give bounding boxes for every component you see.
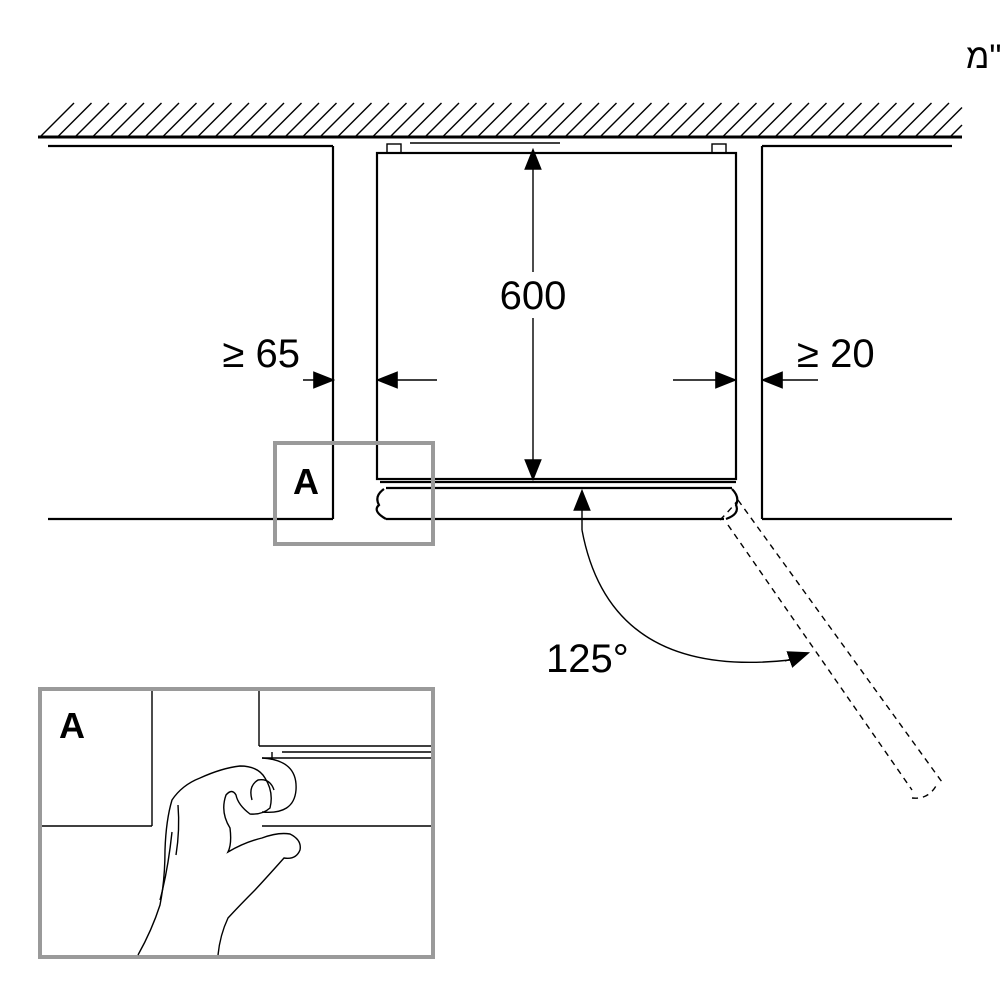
hatch-line bbox=[92, 102, 127, 138]
detail-inset bbox=[38, 687, 435, 959]
hatch-line bbox=[669, 102, 705, 138]
hatch-line bbox=[197, 102, 232, 138]
hatch-line bbox=[932, 107, 963, 138]
hatch-line bbox=[57, 102, 92, 138]
hatch-line bbox=[267, 102, 302, 138]
hatch-line bbox=[862, 102, 897, 138]
hatch-line bbox=[914, 102, 950, 138]
hatch-line bbox=[249, 102, 285, 138]
hatch-line bbox=[547, 102, 582, 138]
hatch-line bbox=[74, 102, 110, 138]
hatch-line bbox=[337, 102, 372, 138]
hatch-line bbox=[704, 102, 740, 138]
hatch-line bbox=[354, 102, 390, 138]
hatch-line bbox=[179, 102, 215, 138]
units-note: מידות במ"מ bbox=[966, 38, 1000, 76]
hatch-line bbox=[512, 102, 547, 138]
hatch-line bbox=[739, 102, 775, 138]
hatch-line bbox=[302, 102, 337, 138]
hatch-line bbox=[424, 102, 460, 138]
hatch-line bbox=[827, 102, 862, 138]
hatch-line bbox=[652, 102, 687, 138]
hatch-line bbox=[39, 102, 75, 138]
right-cabinet bbox=[760, 144, 952, 521]
hatch-line bbox=[687, 102, 722, 138]
appliance-body bbox=[375, 142, 738, 481]
door-angle-arc bbox=[573, 488, 811, 668]
detail-marker-box bbox=[273, 441, 435, 546]
hatch-line bbox=[564, 102, 600, 138]
door-angle-label: 125° bbox=[546, 637, 629, 681]
hatch-line bbox=[144, 102, 180, 138]
hand-illustration bbox=[137, 765, 301, 956]
hatch-line bbox=[407, 102, 442, 138]
hatch-line bbox=[774, 102, 810, 138]
hatch-line bbox=[389, 102, 425, 138]
hatch-line bbox=[844, 102, 880, 138]
hatch-line bbox=[109, 102, 145, 138]
hatch-line bbox=[617, 102, 652, 138]
hatch-line bbox=[214, 102, 250, 138]
detail-marker-label: A bbox=[293, 461, 319, 502]
hatch-line bbox=[634, 102, 670, 138]
hatch-line bbox=[582, 102, 617, 138]
hatch-line bbox=[127, 102, 162, 138]
open-door-outline bbox=[719, 499, 943, 799]
wall bbox=[38, 102, 963, 139]
hatch-line bbox=[757, 102, 792, 138]
hatch-line bbox=[232, 102, 267, 138]
left-cabinet bbox=[48, 144, 335, 521]
hatch-line bbox=[529, 102, 565, 138]
hatch-line bbox=[162, 102, 197, 138]
hatch-line bbox=[477, 102, 512, 138]
hatch-line bbox=[442, 102, 477, 138]
hatch-line bbox=[284, 102, 320, 138]
hatch-line bbox=[879, 102, 915, 138]
left-clearance-label: ≥ 65 bbox=[222, 332, 300, 376]
hatch-line bbox=[897, 102, 932, 138]
hatch-line bbox=[949, 124, 963, 138]
right-clearance-label: ≥ 20 bbox=[797, 332, 875, 376]
hatch-line bbox=[599, 102, 635, 138]
hatch-line bbox=[494, 102, 530, 138]
hatch-line bbox=[372, 102, 407, 138]
hatch-line bbox=[792, 102, 827, 138]
hatch-line bbox=[809, 102, 845, 138]
appliance-door bbox=[375, 480, 739, 521]
hatch-line bbox=[459, 102, 495, 138]
hatch-line bbox=[722, 102, 757, 138]
depth-label: 600 bbox=[500, 274, 567, 318]
detail-inset-label: A bbox=[59, 705, 85, 746]
hatch-line bbox=[319, 102, 355, 138]
wall-hatching bbox=[39, 102, 963, 138]
